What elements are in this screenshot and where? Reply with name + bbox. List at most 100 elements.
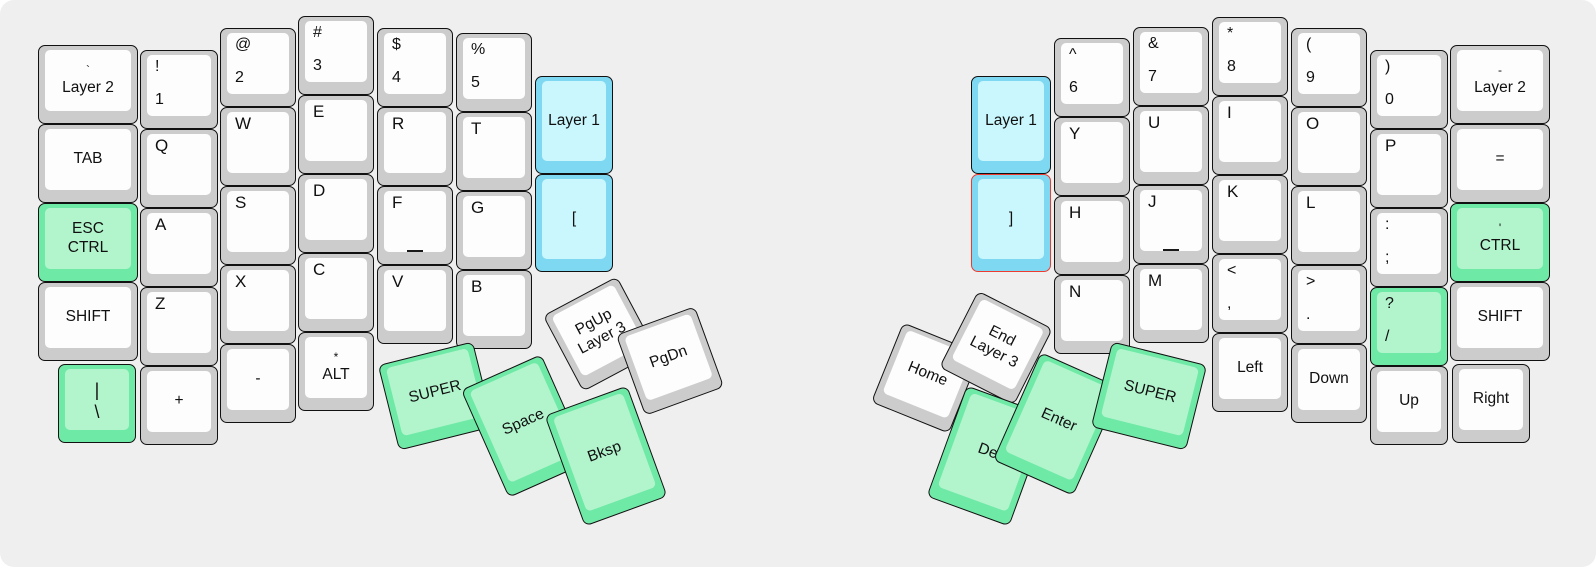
legend-shifted: @ <box>235 36 252 53</box>
keycap-l-alt: *ALT <box>305 337 367 398</box>
key-l-t[interactable]: T <box>456 112 532 191</box>
key-r-o[interactable]: O <box>1291 107 1367 186</box>
key-r-layer2[interactable]: -Layer 2 <box>1450 45 1550 124</box>
legend-base: [ <box>571 209 577 227</box>
key-r-y[interactable]: Y <box>1054 117 1130 196</box>
key-r-k[interactable]: K <box>1212 175 1288 254</box>
key-l-r[interactable]: R <box>377 107 453 186</box>
key-r-equal[interactable]: = <box>1450 124 1550 203</box>
legend-base: Z <box>155 294 166 313</box>
keycap-r-p: P <box>1377 134 1441 195</box>
key-l-tab[interactable]: TAB <box>38 124 138 203</box>
key-l-g[interactable]: G <box>456 191 532 270</box>
key-r-super[interactable]: SUPER <box>1090 341 1208 451</box>
key-l-b[interactable]: B <box>456 270 532 349</box>
key-l-z[interactable]: Z <box>140 287 218 366</box>
key-l-alt[interactable]: *ALT <box>298 332 374 411</box>
key-l-shift[interactable]: SHIFT <box>38 282 138 361</box>
legend-base: 3 <box>313 57 322 74</box>
legend-base: Down <box>1309 370 1349 388</box>
key-l-s[interactable]: S <box>220 186 296 265</box>
keycap-l-tab: TAB <box>45 129 131 190</box>
legend-base: = <box>1495 150 1505 168</box>
key-l-layer1[interactable]: Layer 1 <box>535 76 613 174</box>
keycap-r-semi: :; <box>1377 213 1441 274</box>
legend-shifted: ? <box>1385 295 1394 312</box>
keycap-l-e: E <box>305 100 367 161</box>
key-r-comma[interactable]: <, <box>1212 254 1288 333</box>
keycap-l-r: R <box>384 112 446 173</box>
key-l-5[interactable]: %5 <box>456 33 532 112</box>
key-r-u[interactable]: U <box>1133 106 1209 185</box>
key-l-c[interactable]: C <box>298 253 374 332</box>
legend-shifted: $ <box>392 36 401 53</box>
key-r-i[interactable]: I <box>1212 96 1288 175</box>
legend-shifted: & <box>1148 35 1159 52</box>
legend-base: V <box>392 272 404 291</box>
key-l-lbracket[interactable]: [ <box>535 174 613 272</box>
key-r-0[interactable]: )0 <box>1370 50 1448 129</box>
key-l-x[interactable]: X <box>220 265 296 344</box>
key-r-h[interactable]: H <box>1054 196 1130 275</box>
key-l-pipe[interactable]: |\ <box>58 364 136 443</box>
legend-base: Layer 2 <box>1474 78 1526 96</box>
key-r-layer1[interactable]: Layer 1 <box>971 76 1051 174</box>
key-r-j[interactable]: J <box>1133 185 1209 264</box>
legend-base: E <box>313 102 325 121</box>
key-l-f[interactable]: F <box>377 186 453 265</box>
legend-base: PgDn <box>647 342 690 372</box>
legend-base: 6 <box>1069 79 1078 96</box>
key-l-4[interactable]: $4 <box>377 28 453 107</box>
keycap-r-up: Up <box>1377 371 1441 432</box>
key-r-p[interactable]: P <box>1370 129 1448 208</box>
key-l-2[interactable]: @2 <box>220 28 296 107</box>
key-r-period[interactable]: >. <box>1291 265 1367 344</box>
legend-pipe: | <box>94 380 100 400</box>
key-r-slash[interactable]: ?/ <box>1370 287 1448 366</box>
key-r-n[interactable]: N <box>1054 275 1130 354</box>
key-r-down[interactable]: Down <box>1291 344 1367 423</box>
key-r-9[interactable]: (9 <box>1291 28 1367 107</box>
key-r-ctrl[interactable]: 'CTRL <box>1450 203 1550 282</box>
legend-base: 5 <box>471 74 480 91</box>
legend-base: 4 <box>392 69 401 86</box>
key-l-minus[interactable]: - <box>220 344 296 423</box>
key-l-1[interactable]: !1 <box>140 50 218 129</box>
keycap-l-g: G <box>463 196 525 257</box>
key-l-plus[interactable]: + <box>140 366 218 445</box>
key-l-v[interactable]: V <box>377 265 453 344</box>
key-r-left[interactable]: Left <box>1212 333 1288 412</box>
key-r-6[interactable]: ^6 <box>1054 38 1130 117</box>
key-r-right[interactable]: Right <box>1452 364 1530 443</box>
key-r-l[interactable]: L <box>1291 186 1367 265</box>
key-l-3[interactable]: #3 <box>298 16 374 95</box>
keycap-l-shift: SHIFT <box>45 287 131 348</box>
key-r-m[interactable]: M <box>1133 264 1209 343</box>
key-l-e[interactable]: E <box>298 95 374 174</box>
keycap-l-w: W <box>227 112 289 173</box>
legend-base: U <box>1148 113 1161 132</box>
legend-base: Bksp <box>585 437 624 466</box>
legend-base: SUPER <box>1122 376 1179 407</box>
legend-backslash: \ <box>94 402 100 422</box>
key-r-shift[interactable]: SHIFT <box>1450 282 1550 361</box>
key-l-esc[interactable]: ESC CTRL <box>38 203 138 282</box>
key-l-d[interactable]: D <box>298 174 374 253</box>
keycap-l-z: Z <box>147 292 211 353</box>
key-l-a[interactable]: A <box>140 208 218 287</box>
legend-shifted: % <box>471 41 486 58</box>
legend-shifted: # <box>313 24 322 41</box>
keycap-r-comma: <, <box>1219 259 1281 320</box>
key-r-8[interactable]: *8 <box>1212 17 1288 96</box>
key-r-7[interactable]: &7 <box>1133 27 1209 106</box>
key-l-q[interactable]: Q <box>140 129 218 208</box>
key-l-layer2[interactable]: `Layer 2 <box>38 45 138 124</box>
legend-shifted: ^ <box>1069 46 1077 63</box>
key-r-semi[interactable]: :; <box>1370 208 1448 287</box>
legend-base: M <box>1148 271 1163 290</box>
legend-base: 7 <box>1148 68 1157 85</box>
key-r-rbracket[interactable]: ] <box>971 174 1051 272</box>
legend-shifted: * <box>1227 25 1234 42</box>
key-l-w[interactable]: W <box>220 107 296 186</box>
key-r-up[interactable]: Up <box>1370 366 1448 445</box>
